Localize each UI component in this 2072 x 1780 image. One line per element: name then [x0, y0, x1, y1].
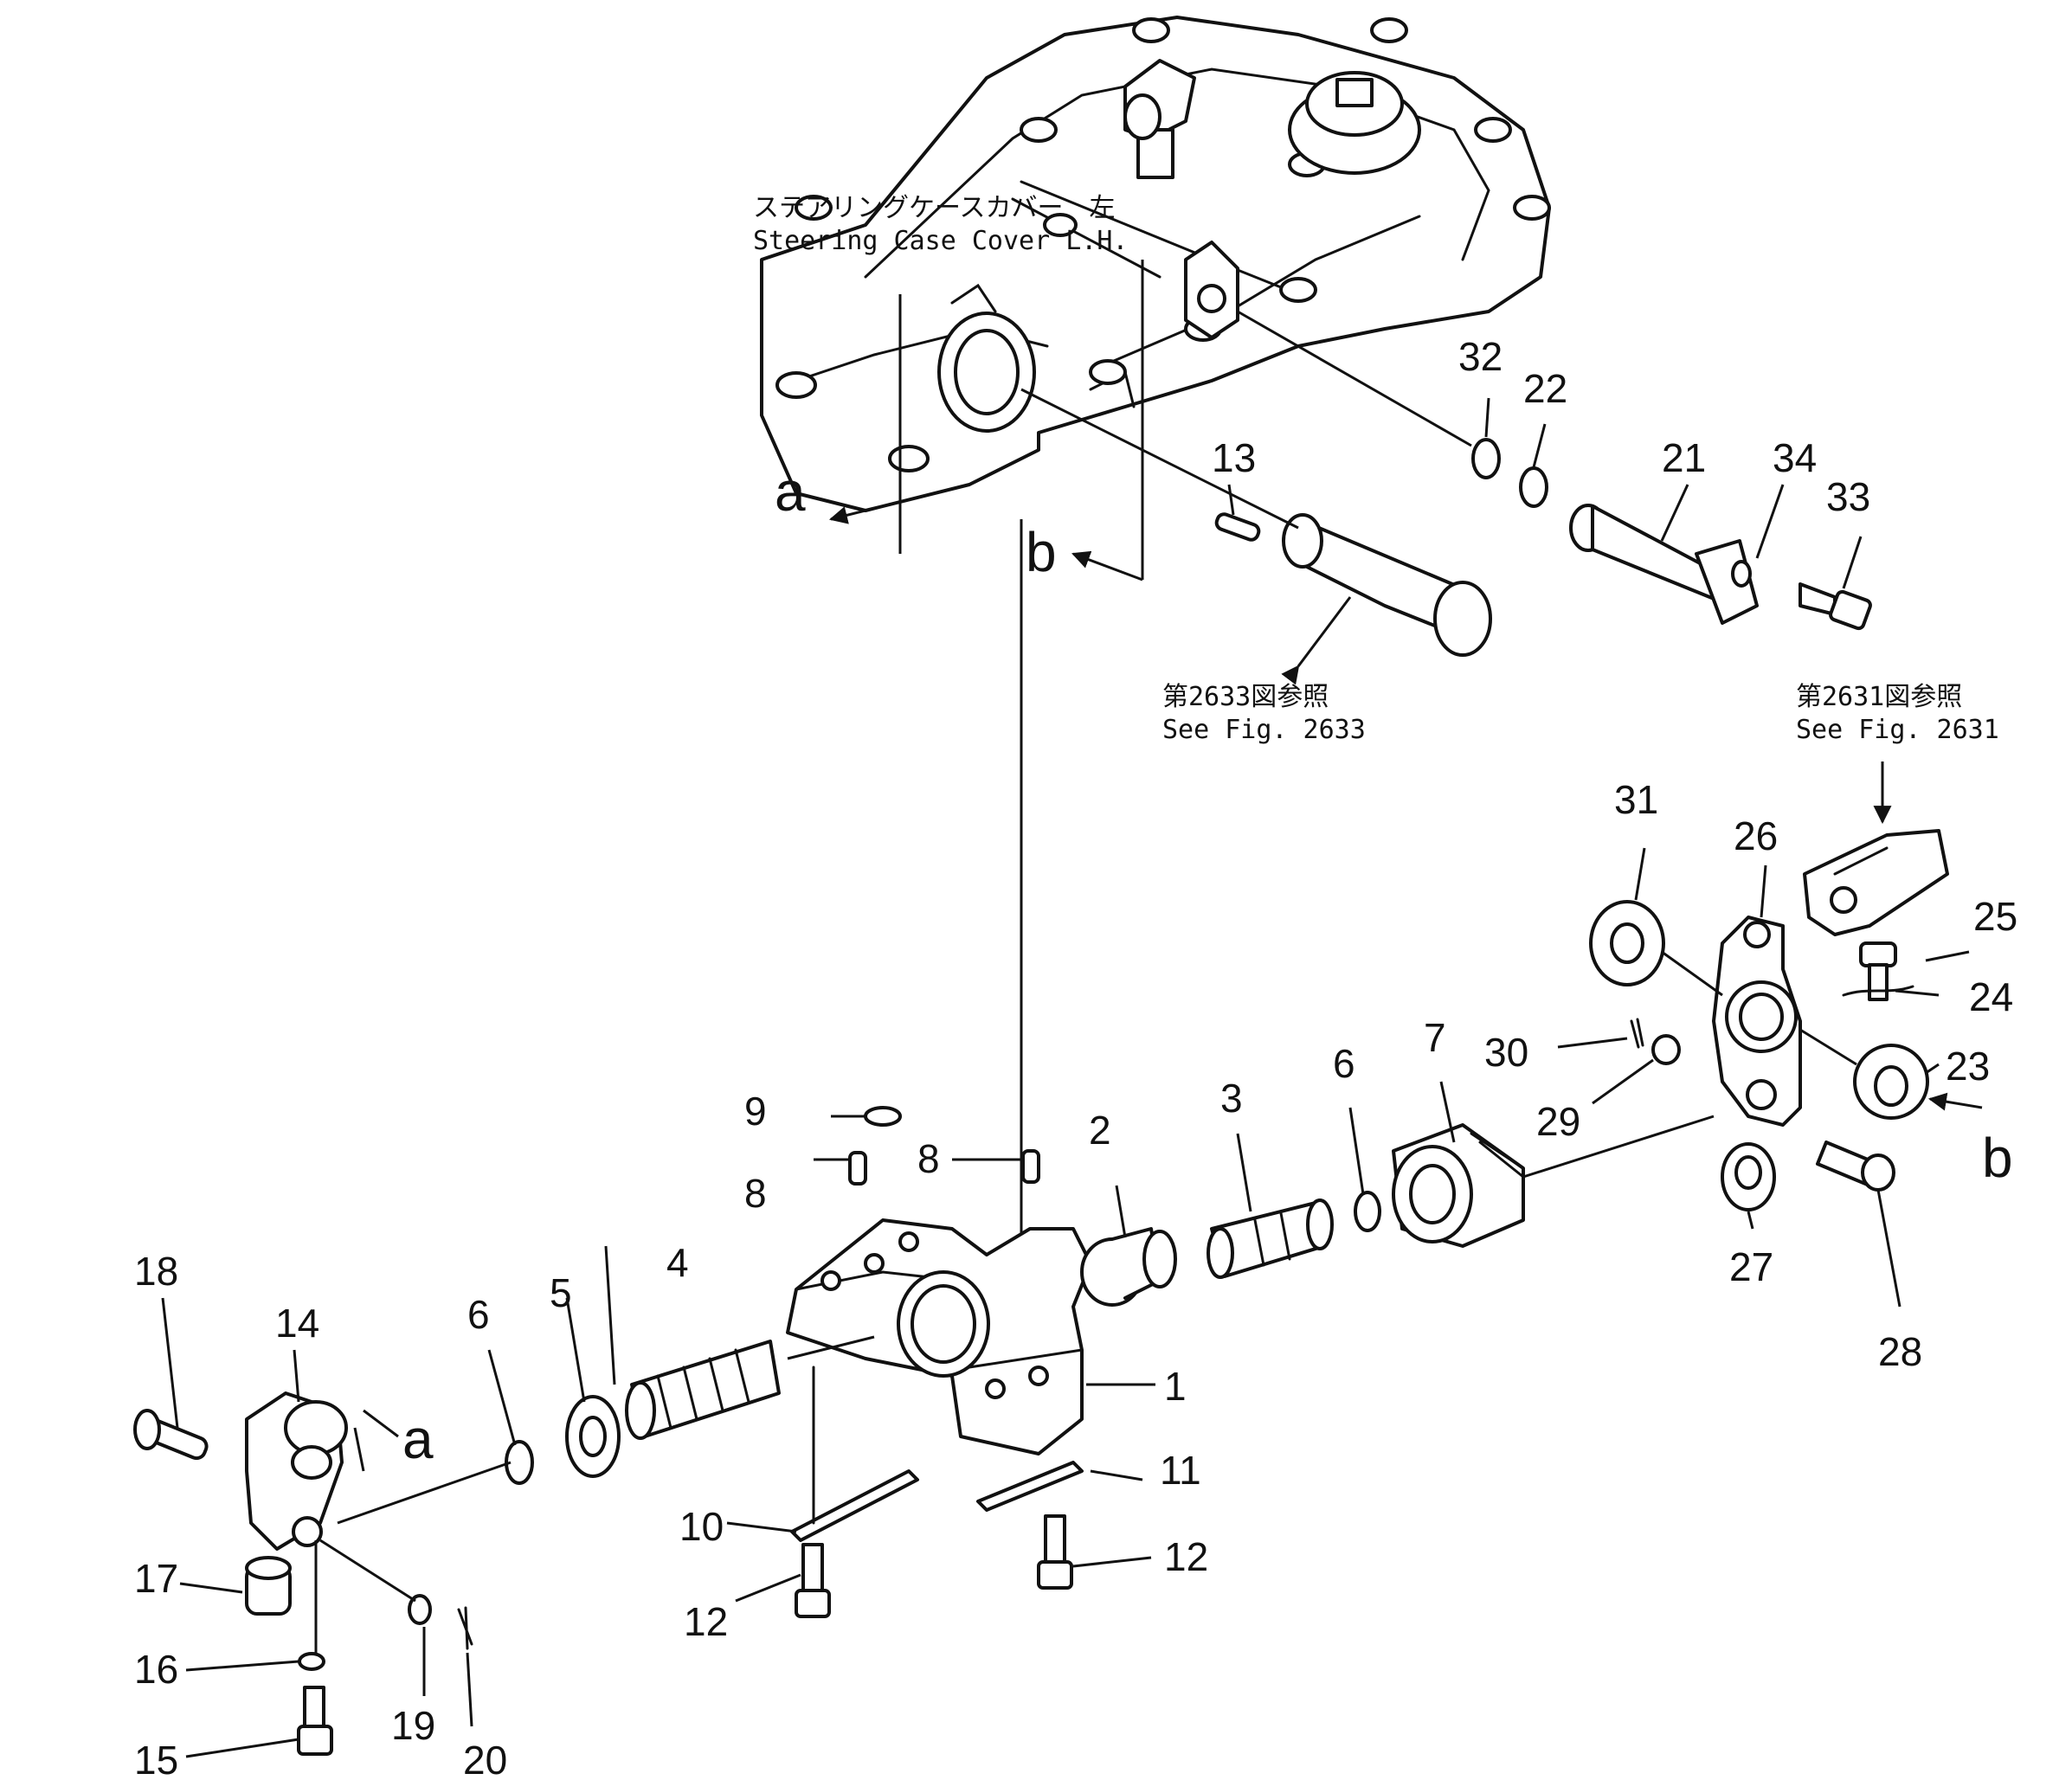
- roller-27: [1721, 1142, 1776, 1211]
- washer-34: [1731, 560, 1752, 588]
- o-ring-32: [1471, 438, 1501, 479]
- label-part-9: 9: [744, 1089, 767, 1134]
- key-13: [1214, 512, 1261, 542]
- label-part-6a: 6: [467, 1292, 490, 1337]
- label-part-18: 18: [134, 1249, 178, 1294]
- label-part-13: 13: [1212, 435, 1256, 480]
- label-part-32: 32: [1458, 334, 1503, 379]
- washer-31: [1589, 900, 1665, 986]
- label-part-11: 11: [1160, 1448, 1201, 1493]
- label-part-2: 2: [1089, 1108, 1111, 1153]
- pin-18: [133, 1409, 209, 1461]
- washer-29: [1651, 1034, 1681, 1065]
- section-mark-a-top: a: [775, 460, 806, 523]
- yoke-2631: [1803, 829, 1949, 936]
- label-part-29: 29: [1536, 1099, 1580, 1144]
- dowel-pin-8a: [848, 1151, 867, 1186]
- label-part-27: 27: [1729, 1244, 1773, 1289]
- label-part-15: 15: [134, 1738, 178, 1780]
- spring-4: [625, 1340, 781, 1440]
- lever-26: [1712, 916, 1802, 1127]
- label-part-20: 20: [463, 1738, 507, 1780]
- label-part-33: 33: [1826, 474, 1870, 519]
- o-ring-9: [864, 1106, 902, 1127]
- label-part-21: 21: [1662, 435, 1706, 480]
- label-part-8b: 8: [917, 1136, 940, 1181]
- spool-3: [1207, 1198, 1334, 1279]
- label-part-22: 22: [1523, 366, 1567, 411]
- label-part-31: 31: [1614, 777, 1658, 822]
- spring-seat-5: [565, 1395, 621, 1478]
- cover-label-en: Steering Case Cover L.H.: [753, 226, 1128, 256]
- snap-ring-6a: [505, 1440, 534, 1485]
- clamp-23: [1853, 1044, 1929, 1120]
- label-part-5: 5: [550, 1270, 572, 1315]
- label-part-7: 7: [1424, 1015, 1446, 1060]
- pin-21: [1569, 504, 1759, 625]
- snap-ring-6b: [1354, 1191, 1381, 1232]
- label-part-28: 28: [1878, 1329, 1922, 1374]
- label-part-26: 26: [1734, 813, 1778, 858]
- cotter-pin-20: [457, 1606, 473, 1650]
- shaft-2633: [1020, 388, 1492, 657]
- wire-25: [1842, 985, 1914, 997]
- label-part-30: 30: [1484, 1030, 1528, 1075]
- label-part-17: 17: [134, 1556, 178, 1601]
- plug-2: [1080, 1227, 1177, 1307]
- ref-2633-jp: 第2633図参照: [1162, 682, 1329, 712]
- bolt-15: [297, 1686, 333, 1756]
- cover-label-jp: ステアリングケースカバー 左: [753, 193, 1116, 223]
- label-part-16: 16: [134, 1647, 178, 1692]
- label-part-19: 19: [391, 1703, 435, 1748]
- label-part-25: 25: [1973, 894, 2017, 939]
- label-part-34: 34: [1773, 435, 1817, 480]
- label-part-23: 23: [1946, 1044, 1990, 1089]
- washer-16: [298, 1652, 325, 1671]
- section-mark-a-lever: a: [402, 1408, 434, 1470]
- ref-2631-en: See Fig. 2631: [1796, 715, 1999, 745]
- label-part-4: 4: [666, 1240, 689, 1285]
- ref-2631-jp: 第2631図参照: [1796, 682, 1962, 712]
- label-part-6b: 6: [1333, 1041, 1355, 1086]
- label-part-14: 14: [275, 1301, 319, 1346]
- label-part-12a: 12: [684, 1599, 728, 1644]
- section-mark-b-top: b: [1026, 521, 1057, 583]
- bolt-28: [1816, 1141, 1895, 1192]
- lever-14: [245, 1391, 348, 1551]
- cotter-pin-30: [1630, 1018, 1644, 1049]
- ref-2633-en: See Fig. 2633: [1162, 715, 1366, 745]
- label-part-8a: 8: [744, 1171, 767, 1216]
- roller-17: [245, 1556, 292, 1616]
- housing-1: [786, 1218, 1092, 1455]
- bolt-12b: [1037, 1514, 1073, 1590]
- label-part-24: 24: [1969, 974, 2013, 1019]
- label-part-3: 3: [1220, 1076, 1243, 1121]
- bolt-33: [1799, 582, 1872, 631]
- bolt-12a: [795, 1543, 831, 1618]
- steering-case-cover: [760, 16, 1551, 512]
- washer-19: [408, 1594, 432, 1625]
- leaders: [161, 397, 1970, 1758]
- label-part-12b: 12: [1164, 1534, 1208, 1579]
- label-part-10: 10: [679, 1504, 724, 1549]
- plate-10: [790, 1469, 919, 1542]
- dowel-pin-8b: [1021, 1149, 1040, 1184]
- o-ring-22: [1519, 466, 1548, 508]
- cap-7: [1392, 1123, 1525, 1248]
- plate-11: [976, 1461, 1084, 1512]
- section-lines: [828, 260, 1144, 1367]
- section-mark-b-lever: b: [1982, 1127, 2013, 1189]
- label-part-1: 1: [1164, 1364, 1187, 1409]
